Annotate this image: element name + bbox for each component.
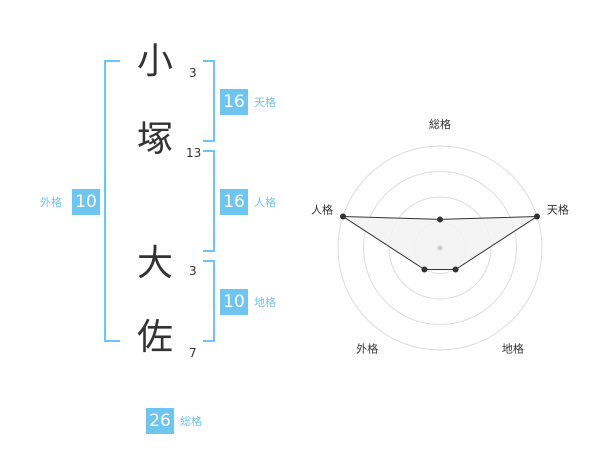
chikaku-value: 10: [220, 289, 248, 315]
name-char-1: 小: [136, 41, 173, 82]
gaikaku-bracket: [104, 60, 120, 342]
stroke-count-3: 3: [189, 264, 197, 278]
radar-ring-4: [337, 145, 543, 351]
tenkaku-value: 16: [220, 89, 248, 115]
soukaku-value: 26: [146, 408, 174, 434]
stroke-count-4: 7: [189, 346, 197, 360]
radar-polygon: [341, 215, 539, 270]
jinkaku-bracket: [203, 150, 215, 252]
soukaku-label: 総格: [180, 415, 202, 428]
radar-center-dot: [437, 245, 443, 251]
radar-axis-label: 人格: [311, 203, 333, 217]
radar-ring-3: [363, 171, 517, 325]
tenkaku-bracket: [203, 60, 215, 142]
radar-point-2: [534, 213, 541, 220]
chikaku-bracket: [203, 260, 215, 342]
radar-point-4: [421, 266, 428, 273]
gaikaku-value: 10: [72, 189, 100, 215]
tenkaku-label: 天格: [254, 96, 276, 109]
name-char-2: 塚: [136, 119, 173, 160]
radar-axis-label: 外格: [356, 341, 378, 355]
stroke-count-2: 13: [186, 146, 202, 160]
radar-axis-label: 地格: [502, 341, 524, 355]
gaikaku-label: 外格: [40, 196, 62, 209]
name-char-3: 大: [136, 243, 173, 284]
stroke-count-1: 3: [189, 66, 197, 80]
radar-axis-label: 総格: [429, 117, 451, 131]
radar-point-1: [437, 216, 443, 223]
radar-ring-2: [388, 196, 492, 300]
name-char-4: 佐: [136, 317, 173, 358]
radar-point-5: [339, 213, 346, 220]
radar-point-3: [452, 266, 459, 273]
chikaku-label: 地格: [254, 296, 276, 309]
radar-axis-label: 天格: [547, 203, 569, 217]
jinkaku-label: 人格: [254, 196, 276, 209]
jinkaku-value: 16: [220, 189, 248, 215]
